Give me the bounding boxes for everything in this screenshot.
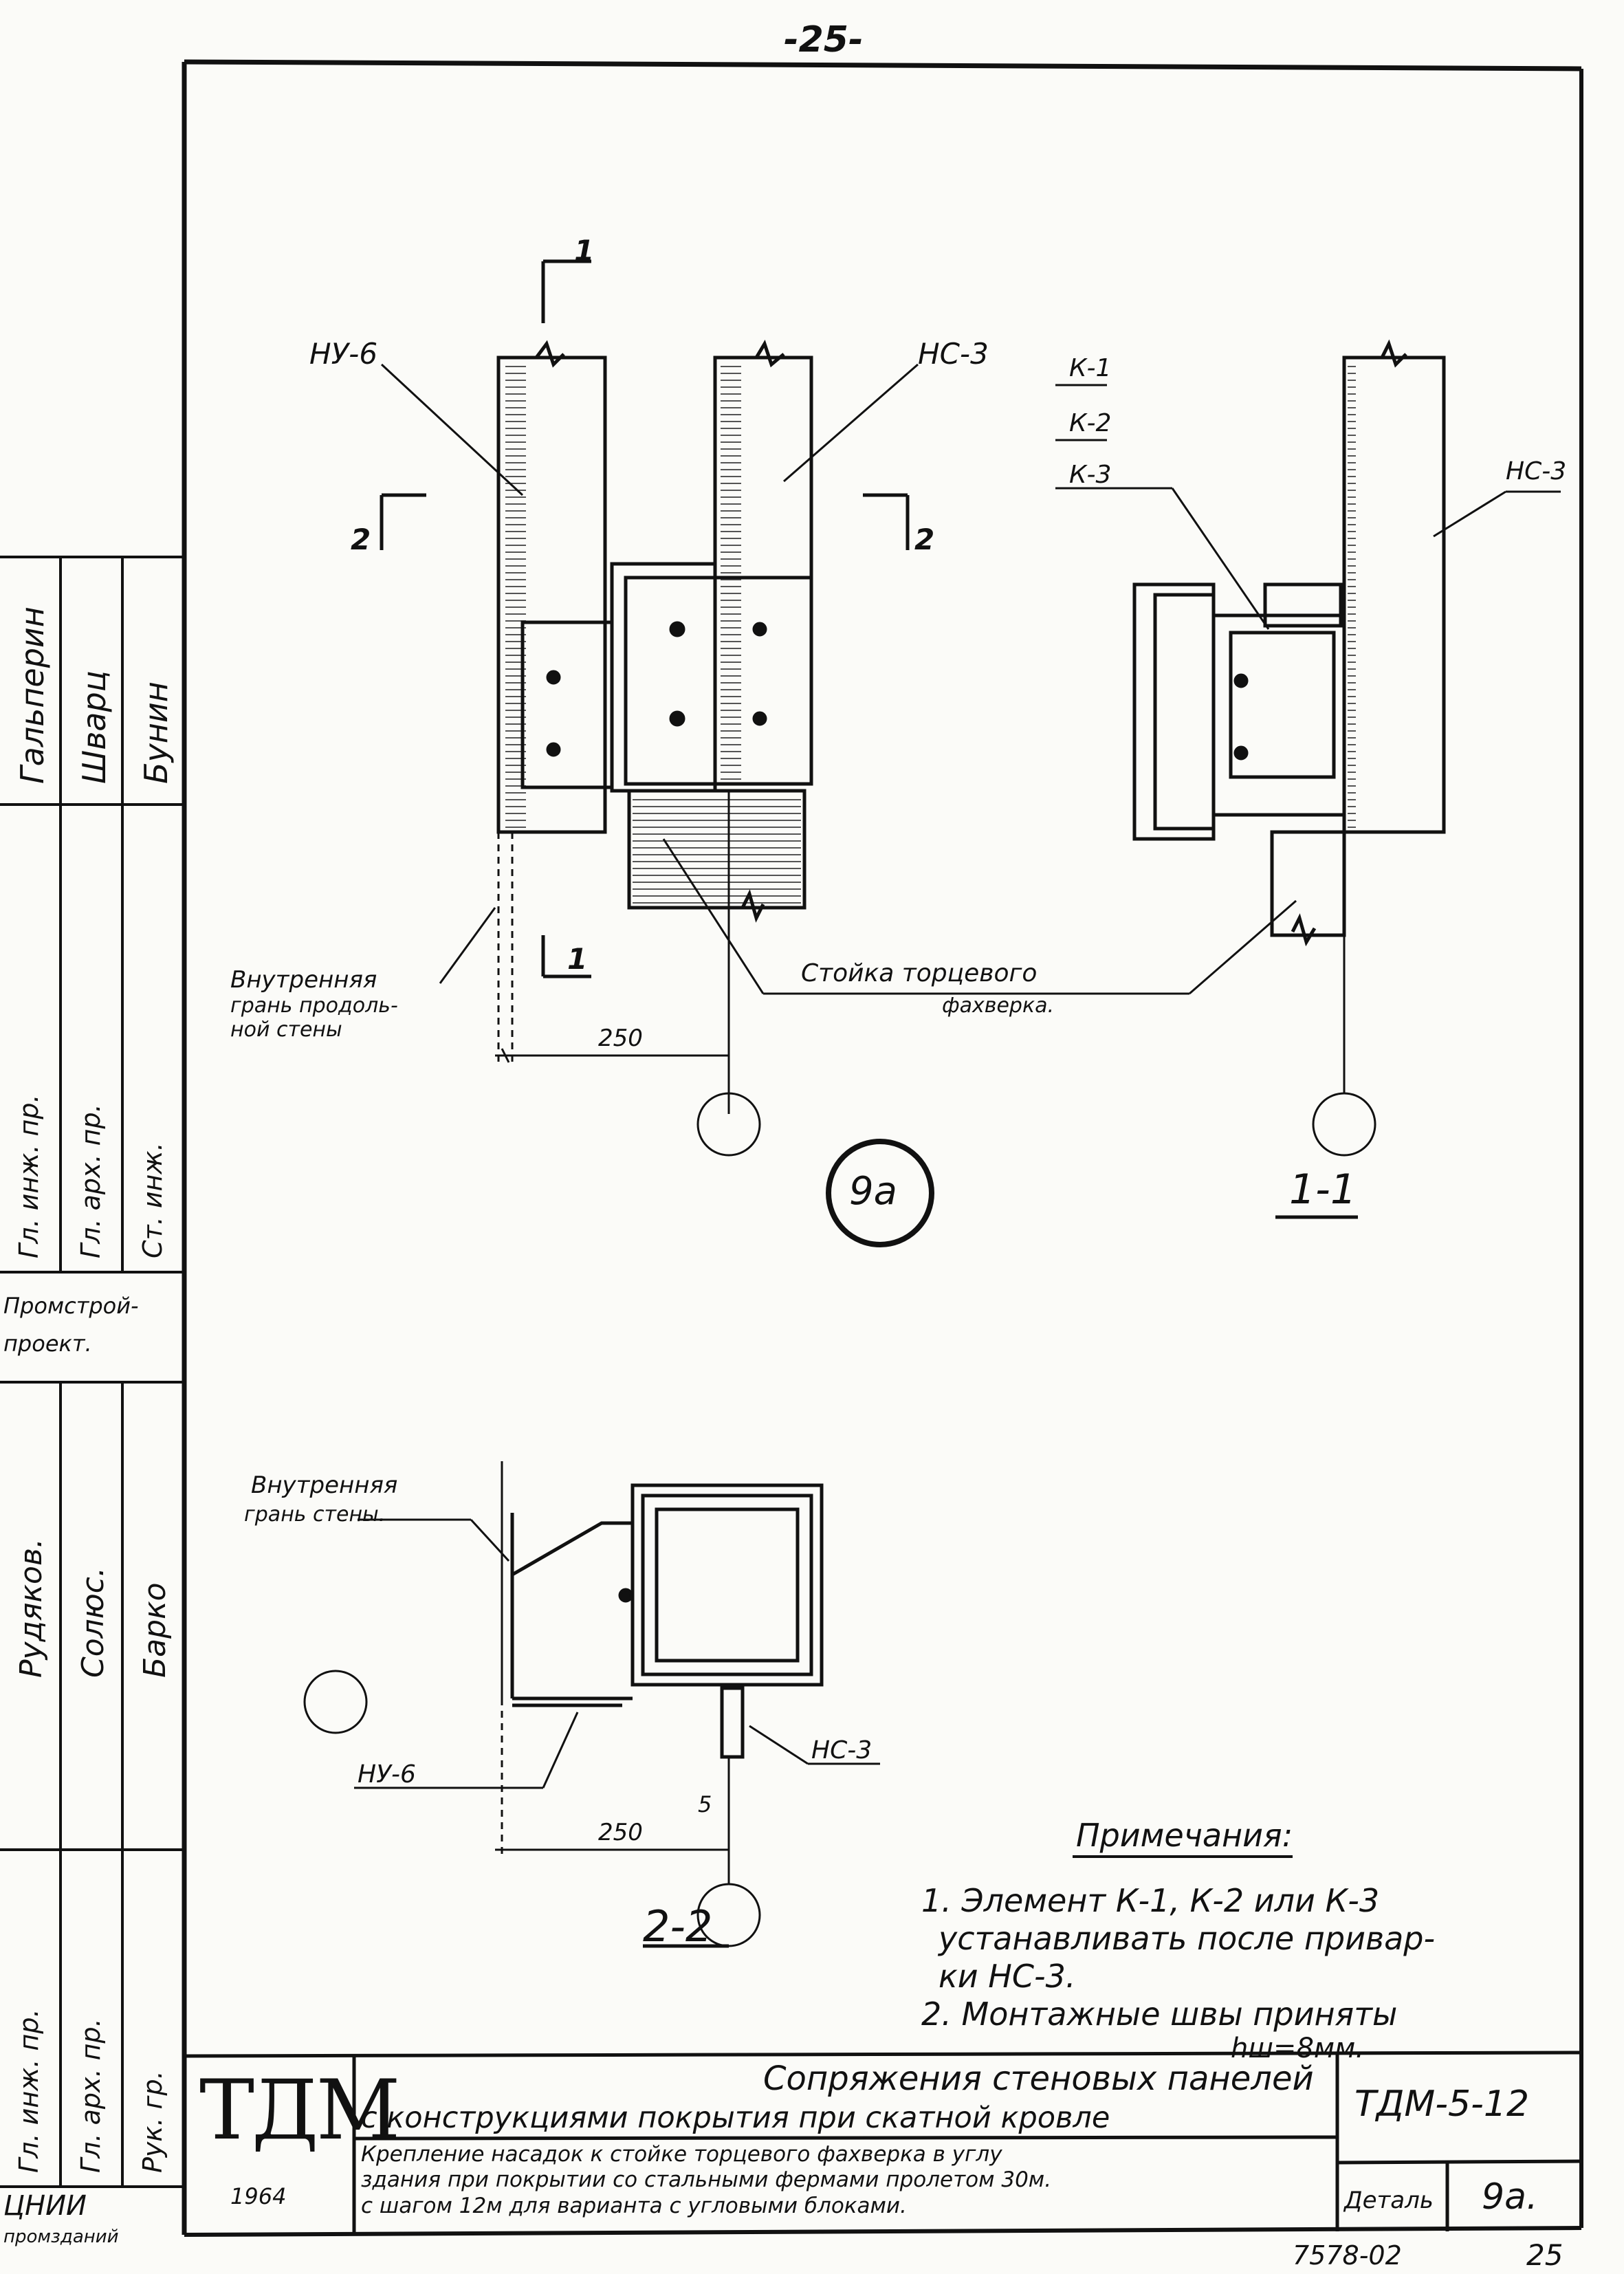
sheet-code: ТДМ-5-12 [1354,2084,1530,2125]
label-k1: К-1 [1069,354,1112,382]
stamp-role-top-2: Гл. арх. пр. [76,1104,106,1258]
detail-value: 9а. [1482,2176,1538,2218]
section-mark-2-right: 2 [914,523,935,556]
stamp-name-bottom-1: Солюс. [76,1567,111,1678]
inner-face-wall-line1: Внутренняя [251,1472,398,1499]
label-nu6: НУ-6 [309,337,378,371]
note-1-line2: устанавливать после привар- [939,1920,1436,1957]
view-elevation-left [380,259,1297,1157]
label-k2: К-2 [1069,409,1112,437]
title-desc3: с шагом 12м для варианта с угловыми блок… [361,2194,907,2218]
label-ns3-bottom: НС-3 [811,1736,873,1764]
label-nu6-bottom: НУ-6 [358,1760,416,1789]
page-number-top: -25- [784,19,864,61]
left-stamp-grid [0,556,184,2188]
title-line2: с конструкциями покрытия при скатной кро… [361,2101,1110,2135]
inner-face-long-wall-line2: грань продоль- [230,994,398,1018]
bottom-page: 25 [1526,2238,1563,2272]
note-1-line3: ки НС-3. [939,1958,1076,1995]
stamp-role-top-1: Гл. инж. пр. [14,1094,44,1258]
detail-circle-label: 9а [849,1169,897,1214]
dimension-250-top: 250 [598,1025,643,1052]
note-1-line1: 1. Элемент К-1, К-2 или К-3 [921,1882,1380,1919]
label-ns3: НС-3 [918,337,989,371]
stamp-name-top-1: Гальперин [14,606,51,784]
stamp-org-top-1: Промстрой- [3,1293,139,1319]
stamp-org-bottom-2: промзданий [3,2227,119,2247]
stamp-role-bottom-3: Рук. гр. [138,2070,168,2173]
view-underlines [643,1215,1358,1948]
stamp-name-bottom-2: Барко [138,1582,173,1678]
end-post-label-line1: Стойка торцевого [801,959,1038,987]
inner-face-wall-line2: грань стены. [244,1502,386,1527]
detail-circle-9a [826,1139,934,1247]
note-2-line1: 2. Монтажные швы приняты [921,1996,1398,2033]
inner-face-long-wall-line3: ной стены [230,1018,342,1042]
stamp-org-bottom-1: ЦНИИ [3,2190,87,2222]
sheet-frame [182,59,1583,2237]
section-mark-1-top: 1 [574,234,595,267]
label-ns3-right: НС-3 [1506,457,1567,485]
end-post-label-line2: фахверка. [942,994,1055,1018]
title-desc1: Крепление насадок к стойке торцевого фах… [361,2142,1002,2167]
dimension-250-bottom: 250 [598,1819,643,1846]
stamp-name-bottom-3: Рудяков. [14,1538,49,1678]
title-block-grid [184,2051,1582,2235]
view-label-1-1: 1-1 [1289,1166,1357,1214]
view-section-2-2 [303,1461,880,1947]
section-mark-1-bottom: 1 [567,942,588,976]
stamp-role-bottom-1: Гл. инж. пр. [14,2009,44,2173]
logo-tdm: ТДМ [199,2063,400,2158]
view-label-2-2: 2-2 [643,1901,713,1952]
stamp-org-top-2: проект. [3,1331,92,1357]
dimension-5: 5 [698,1791,712,1817]
label-k3: К-3 [1069,461,1112,489]
note-2-line2: hш=8мм. [1231,2033,1364,2064]
view-section-1-1 [1055,339,1561,1157]
title-line1: Сопряжения стеновых панелей [763,2059,1314,2098]
stamp-name-top-2: Шварц [76,670,113,784]
stamp-name-top-3: Бунин [138,681,175,784]
stamp-role-top-3: Ст. инж. [138,1142,168,1258]
stamp-role-bottom-2: Гл. арх. пр. [76,2018,106,2173]
section-mark-2-left: 2 [351,523,371,556]
detail-label: Деталь [1344,2187,1434,2214]
title-desc2: здания при покрытии со стальными фермами… [361,2167,1052,2192]
notes-heading: Примечания: [1076,1817,1293,1854]
inner-face-long-wall-line1: Внутренняя [230,966,377,994]
bottom-code: 7578-02 [1293,2240,1402,2271]
year: 1964 [230,2183,287,2209]
